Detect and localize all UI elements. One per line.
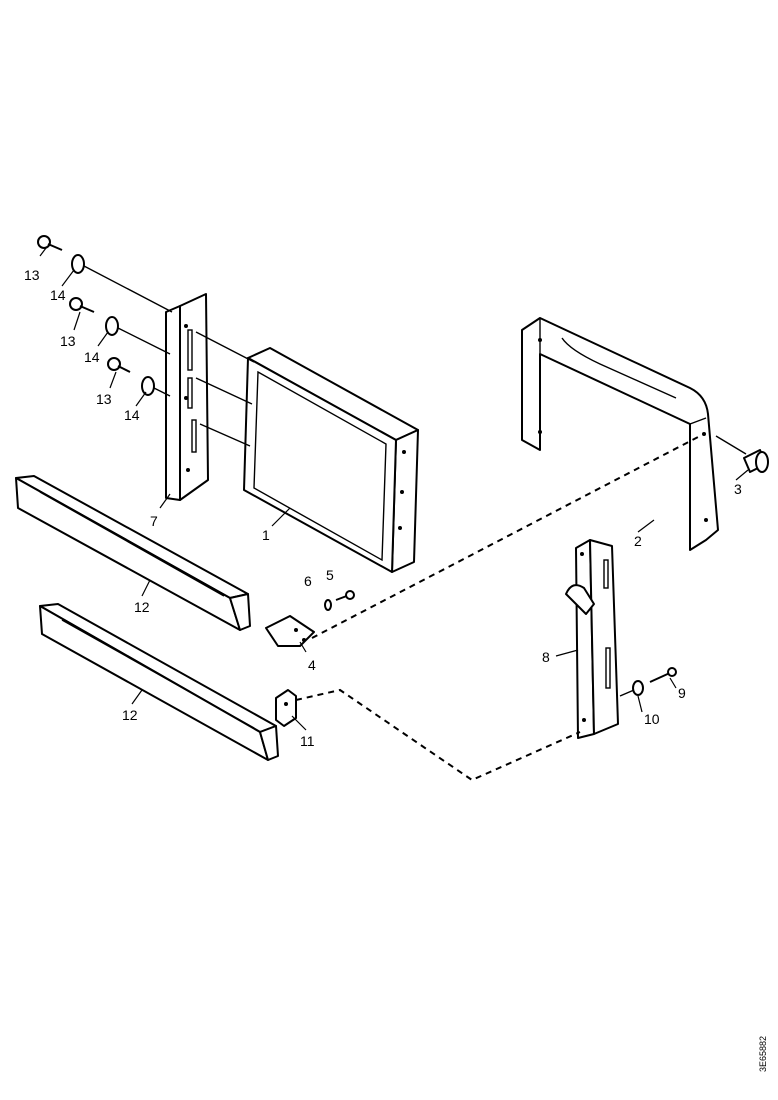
part-10-washer (632, 680, 644, 696)
label-13-b: 13 (60, 333, 76, 349)
part-5-screw (335, 590, 355, 601)
part-1-monitor (243, 347, 419, 573)
label-14-c: 14 (124, 407, 140, 423)
label-13-a: 13 (24, 267, 40, 283)
label-3: 3 (734, 481, 742, 497)
label-12-lower: 12 (122, 707, 138, 723)
label-8: 8 (542, 649, 550, 665)
drawing-number: 3E65882 (758, 1036, 768, 1072)
label-1: 1 (262, 527, 270, 543)
part-14-washers (71, 254, 155, 396)
part-12-rail-lower (39, 603, 279, 761)
assembly-lines (83, 265, 747, 697)
part-9-screw (649, 667, 677, 683)
label-14-b: 14 (84, 349, 100, 365)
part-2-cover (521, 317, 719, 551)
part-labels: 13 14 13 14 13 14 7 1 2 3 12 6 5 4 8 9 1… (24, 267, 742, 749)
label-9: 9 (678, 685, 686, 701)
part-4-bracket (265, 615, 315, 647)
part-7-bracket (165, 293, 209, 501)
label-4: 4 (308, 657, 316, 673)
dashed-connections (295, 435, 701, 782)
part-8-latch (565, 539, 619, 739)
label-2: 2 (634, 533, 642, 549)
label-11: 11 (300, 733, 315, 749)
part-3-screw (743, 449, 769, 473)
label-10: 10 (644, 711, 660, 727)
part-13-screws (37, 235, 131, 373)
label-14-a: 14 (50, 287, 66, 303)
label-5: 5 (326, 567, 334, 583)
label-12-upper: 12 (134, 599, 150, 615)
leader-lines (39, 247, 749, 731)
part-11-plate (275, 689, 297, 727)
label-7: 7 (150, 513, 158, 529)
part-12-rail-upper (15, 475, 251, 631)
label-13-c: 13 (96, 391, 112, 407)
part-6-washer (324, 599, 332, 611)
label-6: 6 (304, 573, 312, 589)
